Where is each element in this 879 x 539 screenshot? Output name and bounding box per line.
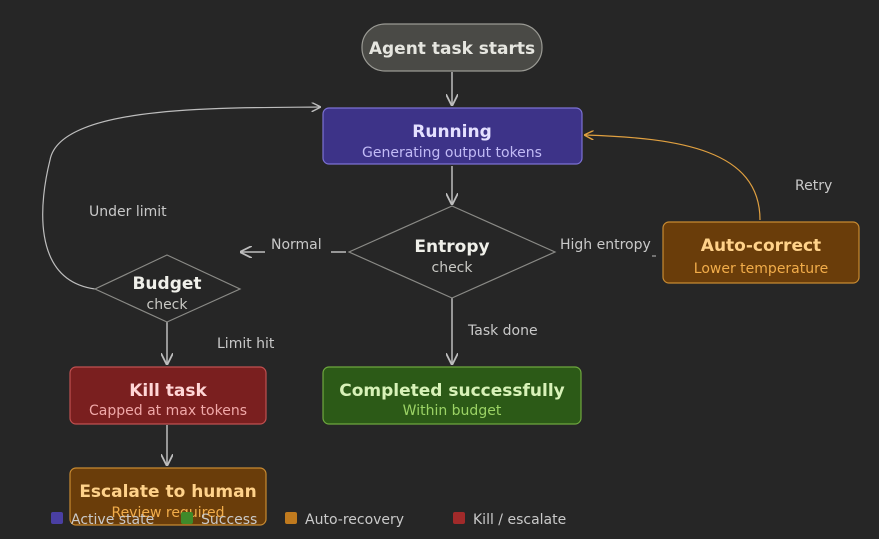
legend-swatch-recovery <box>285 512 297 524</box>
node-auto-correct-title: Auto-correct <box>701 236 821 256</box>
node-kill-title: Kill task <box>129 381 207 401</box>
node-start: Agent task starts <box>361 23 543 72</box>
legend-swatch-success <box>181 512 193 524</box>
node-completed-title: Completed successfully <box>339 381 565 401</box>
node-auto-correct-subtitle: Lower temperature <box>694 261 828 277</box>
edge-label-retry: Retry <box>795 178 832 194</box>
node-running: Running Generating output tokens <box>322 107 583 165</box>
node-entropy-title: Entropy <box>414 237 489 257</box>
node-completed: Completed successfully Within budget <box>322 366 582 425</box>
node-escalate-subtitle: Review required <box>111 505 224 521</box>
node-running-subtitle: Generating output tokens <box>362 145 542 161</box>
legend-label-kill: Kill / escalate <box>473 512 566 528</box>
node-escalate: Escalate to human Review required <box>69 467 267 526</box>
node-budget-title: Budget <box>132 274 201 294</box>
node-kill-subtitle: Capped at max tokens <box>89 403 247 419</box>
edge-label-under-limit: Under limit <box>89 204 167 220</box>
node-entropy-subtitle: check <box>432 260 474 276</box>
legend-label-success: Success <box>201 512 257 528</box>
node-completed-subtitle: Within budget <box>403 403 502 419</box>
node-budget-subtitle: check <box>147 297 189 313</box>
legend-swatch-kill <box>453 512 465 524</box>
node-running-title: Running <box>412 122 492 142</box>
edge-retry-loop <box>585 135 761 221</box>
node-budget-check: Budget check <box>93 254 242 323</box>
edge-label-limit-hit: Limit hit <box>217 336 275 352</box>
legend-label-recovery: Auto-recovery <box>305 512 404 528</box>
legend-swatch-active <box>51 512 63 524</box>
node-escalate-title: Escalate to human <box>79 482 256 502</box>
edge-under-limit-loop <box>42 107 320 290</box>
edge-label-task-done: Task done <box>467 323 538 339</box>
node-start-title: Agent task starts <box>369 39 535 59</box>
node-entropy-check: Entropy check <box>347 205 557 299</box>
node-auto-correct: Auto-correct Lower temperature <box>662 221 860 284</box>
edge-label-high-entropy: High entropy <box>560 237 651 253</box>
legend: Active state Success Auto-recovery Kill … <box>51 512 566 528</box>
node-kill-task: Kill task Capped at max tokens <box>69 366 267 425</box>
edges <box>42 72 761 465</box>
edge-label-normal: Normal <box>271 237 322 253</box>
legend-label-active: Active state <box>71 512 154 528</box>
